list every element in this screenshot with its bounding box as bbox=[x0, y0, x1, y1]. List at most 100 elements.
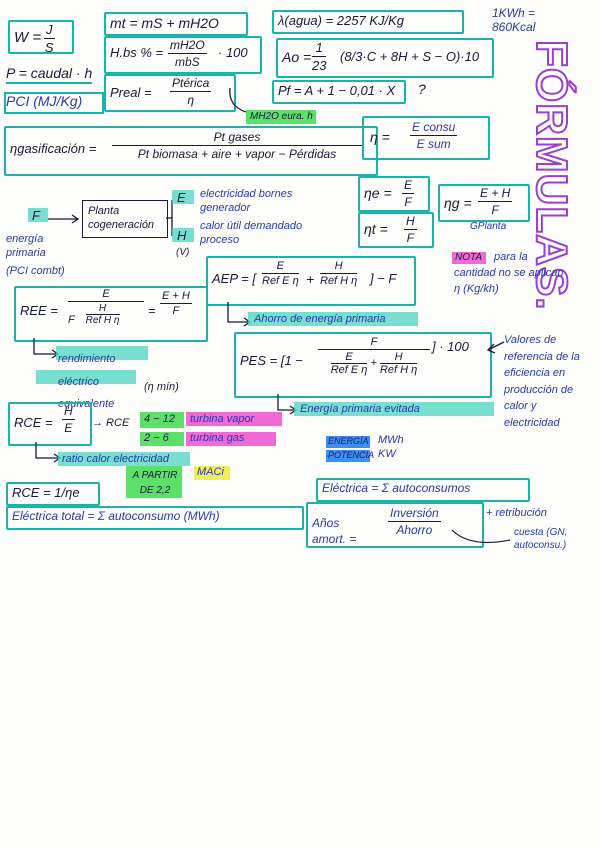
ree-den: F H Ref H η bbox=[68, 302, 144, 326]
elec-total-box bbox=[6, 506, 304, 530]
aep-a-den: Ref E η bbox=[262, 275, 299, 287]
humidity-tail: · 100 bbox=[218, 45, 248, 60]
plant-f-label: energía primaria bbox=[6, 233, 46, 260]
eta-e-num: E bbox=[402, 178, 415, 194]
pf-question: ? bbox=[418, 81, 426, 97]
payback-lhs: Años amort. = bbox=[312, 516, 357, 546]
pf-box bbox=[272, 80, 406, 104]
plant-v: (V) bbox=[176, 247, 190, 258]
payback-arrow bbox=[451, 529, 511, 543]
plant-box bbox=[82, 200, 168, 238]
elec-total: Eléctrica total = Σ autoconsumo (MWh) bbox=[12, 509, 220, 523]
w-frac: J S bbox=[44, 22, 55, 55]
pes-plus: + bbox=[370, 357, 377, 369]
eta-t-frac: H F bbox=[404, 214, 417, 245]
ree-lhs: REE = bbox=[20, 303, 58, 318]
nota-tag-bg bbox=[452, 252, 486, 264]
payback-den: Ahorro bbox=[396, 523, 433, 537]
eta-t-den: F bbox=[406, 231, 414, 245]
elec-auto: Eléctrica = Σ autoconsumos bbox=[322, 481, 471, 495]
plant-f-note: (PCI combt) bbox=[6, 265, 65, 277]
eta-g-note: GPlanta bbox=[470, 221, 507, 232]
ao-frac: 1 23 bbox=[312, 40, 327, 73]
plant-box-label: Planta cogeneración bbox=[88, 205, 155, 232]
rce-range-2-bg bbox=[140, 432, 184, 446]
pes-tail: ] · 100 bbox=[432, 339, 469, 354]
ao-num: 1 bbox=[312, 40, 327, 57]
w-box bbox=[8, 20, 74, 54]
maci-note: MACi bbox=[197, 466, 224, 478]
rce-note-hl bbox=[58, 452, 190, 466]
rce-range-1-bg bbox=[140, 412, 184, 428]
aep-note-hl bbox=[248, 312, 418, 326]
energia-tag-bg bbox=[326, 436, 370, 448]
aep-b-frac: H Ref H η bbox=[320, 260, 358, 287]
eta-e-box bbox=[358, 176, 430, 212]
ree-box bbox=[14, 286, 208, 342]
nota-tag: NOTA bbox=[455, 252, 483, 263]
aep-a-frac: E Ref E η bbox=[262, 260, 299, 287]
aep-note: Ahorro de energía primaria bbox=[254, 313, 386, 325]
potencia-tag: POTENCIA bbox=[328, 450, 375, 460]
ree-note: rendimiento eléctrico equivalente bbox=[58, 353, 116, 411]
gasif-den: Pt biomasa + aire + vapor − Pérdidas bbox=[137, 147, 337, 161]
payback-box bbox=[306, 502, 484, 548]
apartir-bg bbox=[126, 466, 182, 498]
f-highlight bbox=[28, 208, 48, 222]
pes-b-num: H bbox=[379, 351, 418, 364]
pes-b: H Ref H η bbox=[379, 351, 418, 376]
pes-a-num: E bbox=[330, 351, 368, 364]
aep-a-num: E bbox=[262, 260, 299, 274]
corner-note: 1KWh = 860Kcal bbox=[492, 6, 536, 35]
pes-note: Energía primaria evitada bbox=[300, 403, 420, 415]
elec-auto-box bbox=[316, 478, 530, 502]
ree-min: (η mín) bbox=[144, 381, 179, 393]
plant-h: H bbox=[177, 228, 187, 243]
aep-lhs: AEP = [ bbox=[212, 271, 256, 286]
title: FÓRMULAS. bbox=[526, 39, 580, 312]
eta-t-lhs: ηt = bbox=[364, 221, 388, 237]
potencia-tag-bg bbox=[326, 450, 370, 462]
humidity-box bbox=[104, 36, 262, 74]
gasif-frac: Pt gases Pt biomasa + aire + vapor − Pér… bbox=[112, 130, 362, 161]
rce-label-2: turbina gas bbox=[190, 432, 245, 444]
ao-box bbox=[276, 38, 494, 78]
pci-box bbox=[4, 92, 104, 114]
pci-label: PCI (MJ/Kg) bbox=[6, 93, 83, 109]
rce-label-1-bg bbox=[186, 412, 282, 426]
ree-note-hl-1 bbox=[56, 346, 148, 360]
w-num: J bbox=[44, 22, 55, 39]
plant-e-note: electricidad bornes generador bbox=[200, 188, 293, 214]
rce-label-2-bg bbox=[186, 432, 276, 446]
preal-den: η bbox=[187, 93, 195, 107]
ao-body: (8/3·C + 8H + S − O)·10 bbox=[340, 49, 480, 64]
pes-lhs: PES = [1 − bbox=[240, 353, 303, 368]
ao-den: 23 bbox=[312, 58, 327, 73]
eta-t-box bbox=[358, 212, 434, 248]
ree-frac: E F H Ref H η bbox=[68, 288, 144, 326]
ree-den-inner: H Ref H η bbox=[85, 303, 120, 326]
ree-den-a: F bbox=[68, 314, 75, 326]
eta-g-frac: E + H F bbox=[478, 186, 513, 217]
rce-lhs: RCE = bbox=[14, 415, 53, 430]
eta-t-num: H bbox=[404, 214, 417, 230]
pes-frac: F E Ref E η + H Ref H η bbox=[318, 336, 430, 376]
pes-a-den: Ref E η bbox=[330, 364, 368, 376]
humidity-lhs: H.bs % = bbox=[110, 45, 164, 60]
f-arrow bbox=[48, 214, 80, 224]
rce-arrow-label: → RCE bbox=[92, 417, 130, 429]
power-underline bbox=[6, 82, 92, 84]
ree-num: E bbox=[68, 288, 144, 302]
eta-g-box bbox=[438, 184, 530, 222]
mt-box bbox=[104, 12, 248, 36]
humidity-num: mH2O bbox=[168, 38, 207, 54]
latent-formula: λ(agua) = 2257 KJ/Kg bbox=[278, 13, 405, 28]
potencia-unit: KW bbox=[378, 448, 396, 460]
ree-den-c: Ref H η bbox=[85, 315, 120, 326]
latent-box bbox=[272, 10, 464, 34]
green-tag: MH2O eura. h bbox=[250, 111, 313, 122]
plant-h-note: calor útil demandado proceso bbox=[200, 220, 303, 246]
w-lhs: W = bbox=[14, 29, 42, 46]
ree-rhs-den: F bbox=[172, 305, 180, 317]
